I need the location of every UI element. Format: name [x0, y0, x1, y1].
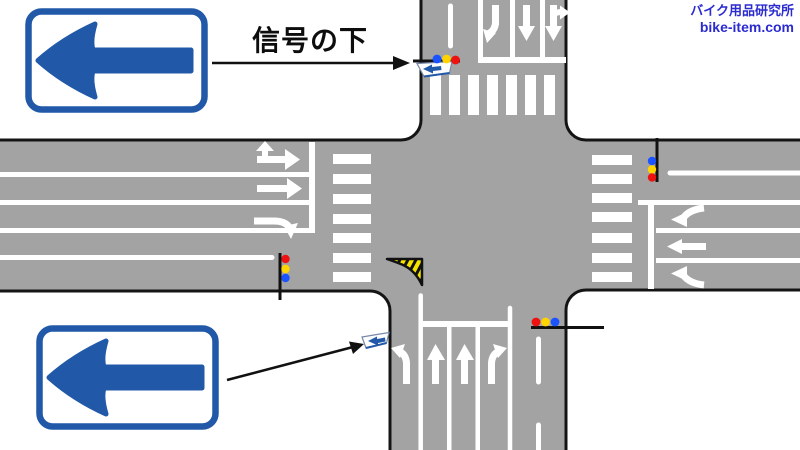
one-way-sign-top-left	[25, 8, 208, 113]
lane-arrow-straight	[518, 5, 535, 41]
stop-line-south	[420, 321, 512, 327]
signal-light-blue	[550, 317, 560, 327]
lane-markings-east	[638, 170, 800, 289]
lane-arrow-straight	[667, 239, 706, 254]
stop-line-north	[478, 57, 566, 63]
lane-arrow-right-turn	[671, 204, 705, 227]
signal-light-red	[531, 317, 541, 327]
watermark-site-url: bike-item.com	[699, 18, 794, 35]
signal-light-red	[281, 254, 290, 264]
crosswalk-east	[592, 155, 632, 282]
left-arrow-icon	[35, 21, 194, 100]
signal-light-red	[647, 173, 657, 182]
lane-arrow-right-turn	[488, 344, 507, 384]
traffic-signal-north	[413, 54, 460, 78]
left-arrow-icon	[46, 338, 205, 417]
traffic-signal-south	[531, 317, 604, 329]
lane-markings-north	[448, 0, 570, 63]
annotation-arrow-to-north-signal	[212, 56, 410, 70]
lane-markings-west	[0, 141, 315, 260]
signal-light-yellow	[442, 54, 451, 64]
traffic-signal-west	[278, 253, 290, 300]
lane-arrow-turn	[483, 5, 499, 43]
signal-light-blue	[647, 156, 657, 166]
signal-light-yellow	[541, 317, 550, 327]
lane-arrow-straight	[427, 344, 445, 384]
lane-arrow-straight-or-turn	[545, 5, 570, 41]
signal-light-blue	[432, 54, 442, 64]
lane-arrow-straight	[257, 178, 302, 199]
stop-line-east	[648, 203, 654, 289]
one-way-sign-bottom-left	[36, 325, 219, 430]
lane-markings-south	[391, 293, 541, 450]
watermark-site-name: バイク用品研究所	[690, 3, 794, 18]
lane-arrow-left-turn	[391, 344, 410, 384]
signal-light-blue	[281, 273, 290, 283]
lane-arrow-right-turn	[254, 217, 298, 239]
lane-arrow-left-turn	[671, 266, 705, 289]
annotation-arrow-to-roadside-sign	[226, 341, 364, 382]
signal-light-yellow	[647, 165, 657, 174]
crosswalk-west	[333, 154, 371, 282]
lane-arrow-straight	[456, 344, 474, 384]
signal-annotation-label: 信号の下	[251, 25, 368, 56]
lane-arrow-straight-or-left	[256, 141, 300, 170]
signal-light-yellow	[281, 264, 290, 274]
crosswalk-north	[430, 75, 555, 115]
traffic-signal-east	[647, 138, 659, 182]
mini-one-way-sign-roadside	[361, 331, 390, 349]
signal-light-red	[451, 55, 460, 65]
watermark: バイク用品研究所 bike-item.com	[690, 3, 794, 35]
stop-line-west	[309, 142, 315, 233]
mini-one-way-sign-under-signal	[416, 60, 453, 78]
